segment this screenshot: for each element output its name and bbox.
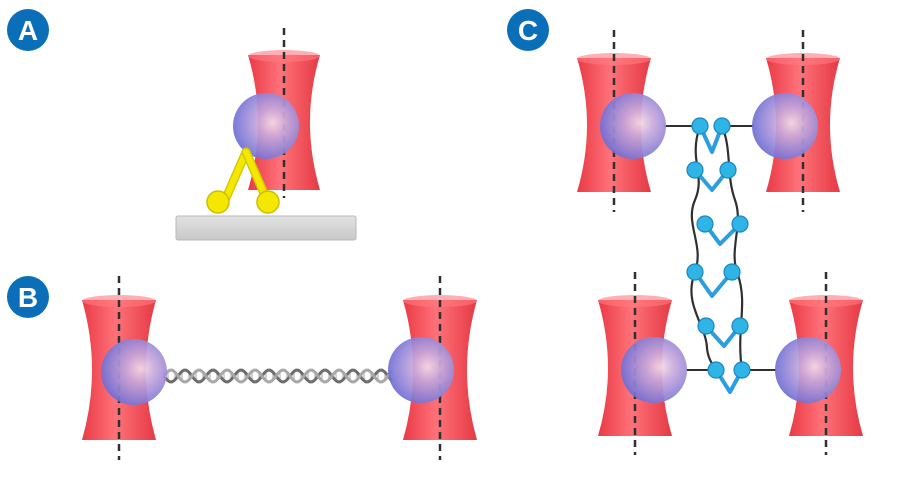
- glass-surface: [175, 215, 357, 241]
- motor-protein-icon: [206, 147, 280, 214]
- trapped-bead-c-bottom-right: [775, 337, 841, 403]
- panel-label-a: A: [7, 9, 49, 51]
- panel-label-c-text: C: [518, 15, 538, 46]
- panel-c: C: [507, 9, 863, 455]
- dna-double-helix: [162, 368, 394, 384]
- panel-label-b: B: [7, 276, 49, 318]
- trapped-bead-c-top-left: [600, 93, 666, 159]
- trapped-bead-c-top-right: [752, 93, 818, 159]
- trapped-bead-b-right: [388, 337, 454, 403]
- panel-label-b-text: B: [18, 282, 38, 313]
- panel-a: A: [7, 9, 357, 241]
- panel-b: B: [7, 276, 477, 460]
- protein-chain: [686, 117, 751, 394]
- panel-label-a-text: A: [18, 15, 38, 46]
- trapped-bead-a: [233, 93, 299, 159]
- trapped-bead-b-left: [101, 339, 167, 405]
- panel-label-c: C: [507, 9, 549, 51]
- trapped-bead-c-bottom-left: [621, 337, 687, 403]
